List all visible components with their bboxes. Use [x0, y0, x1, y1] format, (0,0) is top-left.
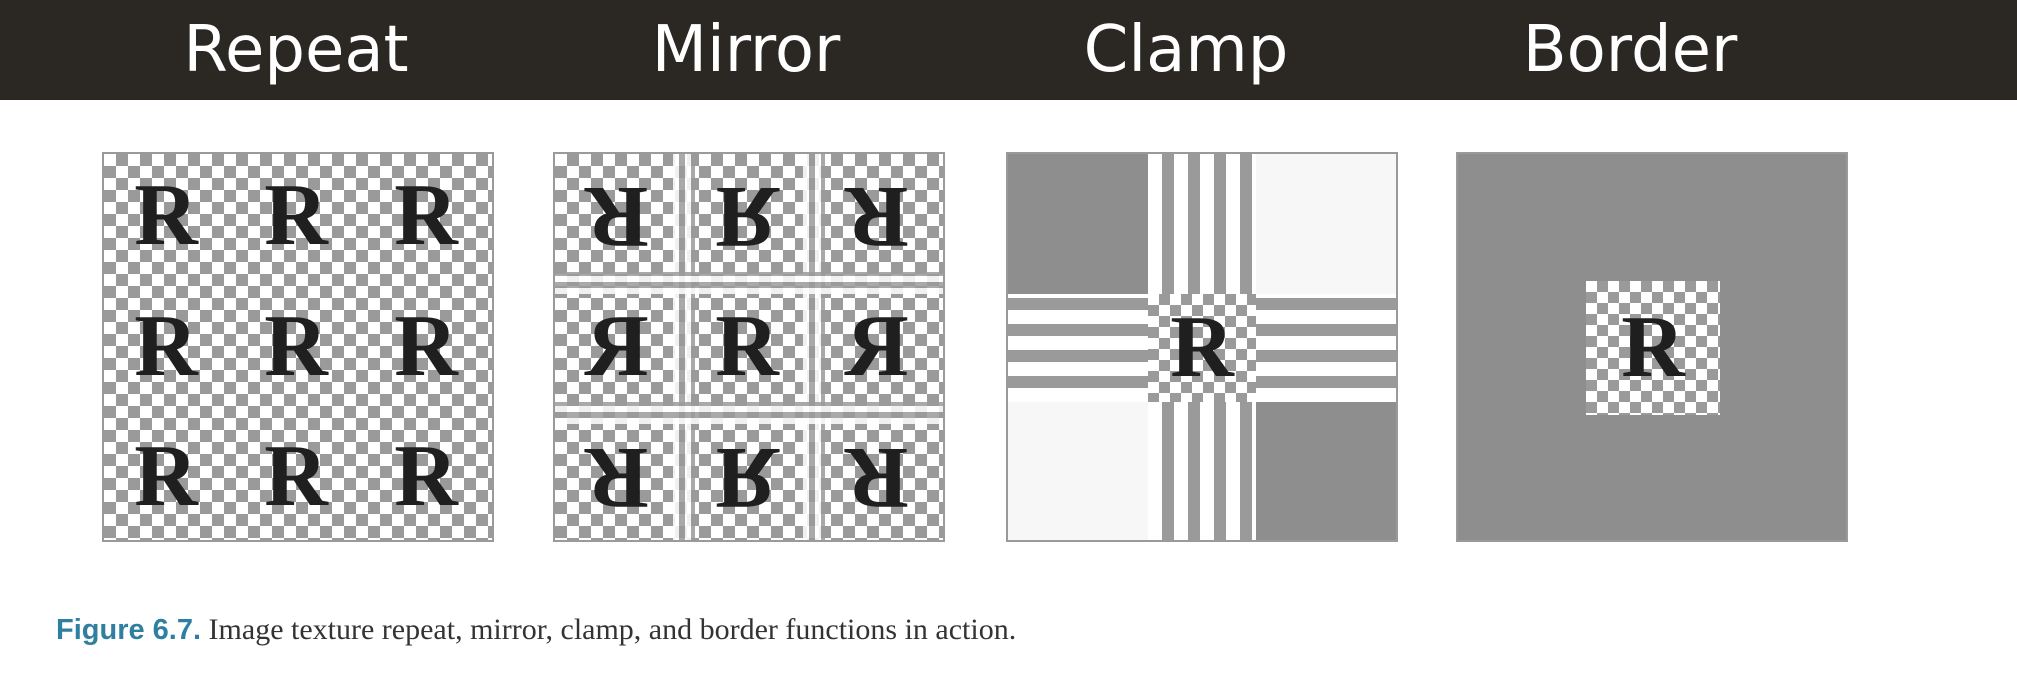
glyph-r: R — [715, 298, 779, 395]
glyph-r: R — [585, 168, 649, 265]
title-repeat: Repeat — [183, 13, 409, 87]
glyph-r: R — [134, 298, 198, 395]
mirror-seam — [803, 154, 825, 540]
glyph-r: R — [845, 429, 909, 526]
glyph-r: R — [1621, 299, 1685, 396]
glyph-r: R — [715, 168, 779, 265]
clamp-texture-panel: R — [1006, 152, 1398, 542]
clamp-corner — [1256, 402, 1396, 540]
glyph-r: R — [845, 168, 909, 265]
title-mirror: Mirror — [651, 13, 841, 87]
glyph-r: R — [394, 298, 458, 395]
clamp-edge-stripes — [1256, 294, 1396, 402]
glyph-r: R — [585, 429, 649, 526]
border-center-texture — [1586, 281, 1720, 415]
clamp-center-texture — [1148, 294, 1256, 402]
clamp-corner — [1008, 154, 1148, 294]
mirror-texture-panel: R R R R R R R R R — [553, 152, 945, 542]
glyph-r: R — [264, 298, 328, 395]
glyph-r: R — [264, 167, 328, 264]
title-clamp: Clamp — [1083, 13, 1289, 87]
glyph-r: R — [845, 298, 909, 395]
clamp-edge-stripes — [1148, 402, 1256, 540]
title-border: Border — [1522, 13, 1738, 87]
glyph-r: R — [1170, 299, 1234, 396]
mirror-seam — [673, 154, 695, 540]
glyph-r: R — [715, 429, 779, 526]
header-bar: Repeat Mirror Clamp Border — [0, 0, 2017, 100]
caption-text: Image texture repeat, mirror, clamp, and… — [201, 613, 1017, 646]
clamp-corner — [1008, 402, 1148, 540]
figure-caption: Figure 6.7. Image texture repeat, mirror… — [56, 610, 1956, 650]
mirror-seam — [555, 402, 943, 424]
glyph-r: R — [585, 298, 649, 395]
glyph-r: R — [134, 167, 198, 264]
glyph-r: R — [394, 428, 458, 525]
repeat-texture-panel: R R R R R R R R R — [102, 152, 494, 542]
mirror-seam — [555, 272, 943, 294]
glyph-r: R — [264, 428, 328, 525]
glyph-r: R — [134, 428, 198, 525]
figure-label: Figure 6.7. — [56, 614, 202, 646]
clamp-edge-stripes — [1148, 154, 1256, 294]
clamp-edge-stripes — [1008, 294, 1148, 402]
glyph-r: R — [394, 167, 458, 264]
border-texture-panel: R — [1456, 152, 1848, 542]
clamp-corner — [1256, 154, 1396, 294]
